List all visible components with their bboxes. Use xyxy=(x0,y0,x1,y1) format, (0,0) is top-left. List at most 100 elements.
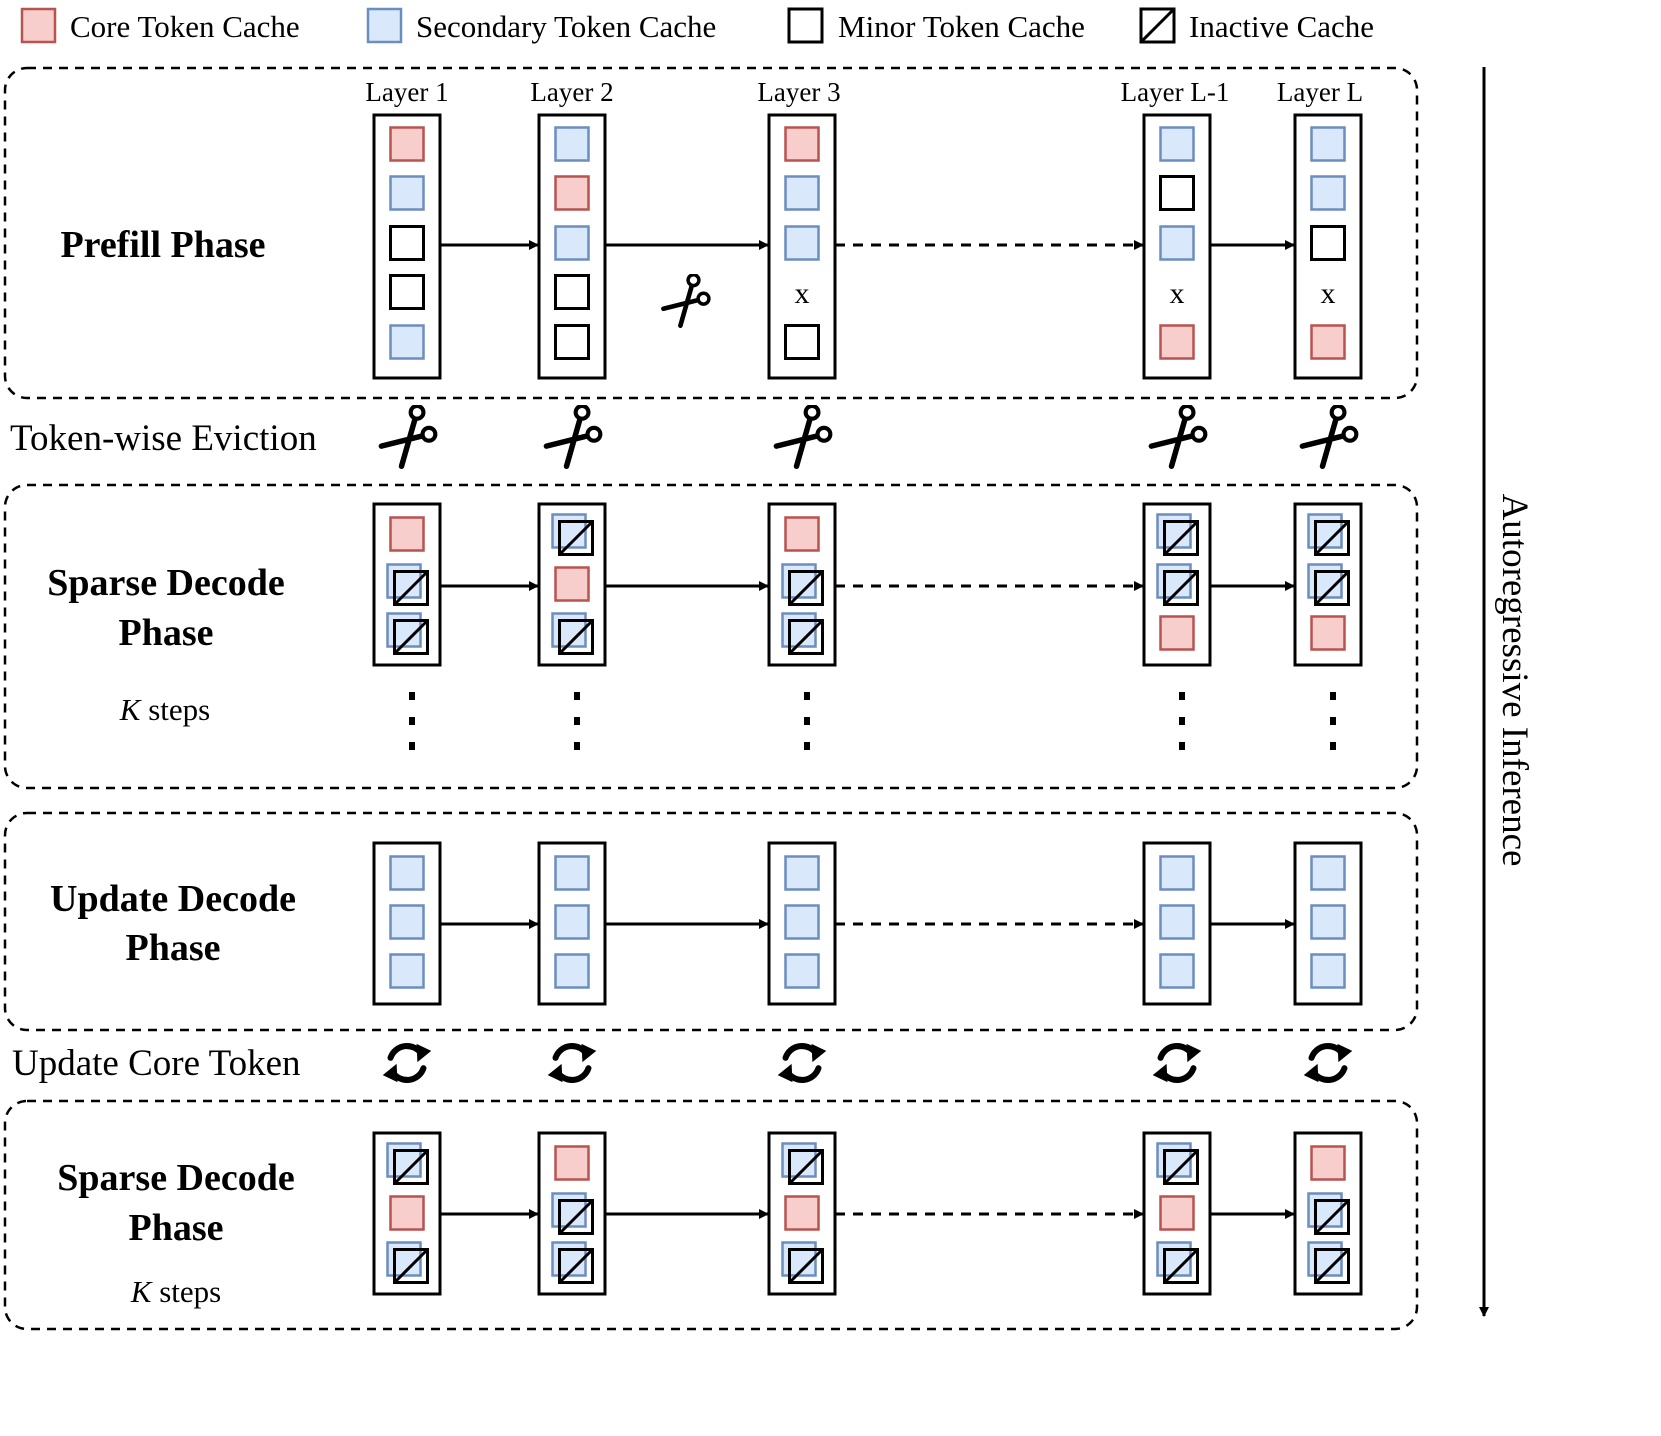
scissors-icon xyxy=(381,406,435,466)
token-wise-eviction-label: Token-wise Eviction xyxy=(10,418,317,459)
cache-cell-inactive-slash xyxy=(393,1149,429,1185)
cache-cell-inactive-square xyxy=(558,619,594,655)
cache-cell-inactive-slash xyxy=(558,1248,594,1284)
cache-cell-minor xyxy=(554,324,590,360)
cache-cell-inactive-square xyxy=(788,619,824,655)
scissors-icon-row xyxy=(381,406,1356,466)
cache-cell-core-square xyxy=(389,1195,425,1231)
cache-cell-core-square xyxy=(554,566,590,602)
cache-cell-inactive-slash xyxy=(1163,520,1199,556)
cache-cell-inactive-shadow xyxy=(1307,1192,1343,1228)
cache-cell-core xyxy=(1159,324,1195,360)
layer-labels: Layer 1 Layer 2 Layer 3 Layer L-1 Layer … xyxy=(365,77,1363,107)
layer-column xyxy=(767,1131,837,1296)
cache-cell-secondary xyxy=(389,904,425,940)
cache-cell-core xyxy=(389,516,425,552)
legend-label-minor: Minor Token Cache xyxy=(838,9,1085,44)
cache-cell-inactive-square xyxy=(558,1199,594,1235)
cache-cell-inactive xyxy=(781,612,824,655)
cache-cell-secondary xyxy=(784,953,820,989)
cache-cell-inactive-slash xyxy=(1163,1149,1199,1185)
cache-cell-core-square xyxy=(784,1195,820,1231)
cache-cell-minor-square xyxy=(1310,225,1346,261)
legend-label-core: Core Token Cache xyxy=(70,9,300,44)
layer-column: x xyxy=(1293,113,1363,380)
cache-cell-x-evicted-mark: x xyxy=(1321,277,1336,310)
cache-cell-secondary-square xyxy=(784,953,820,989)
cache-cell-secondary-square xyxy=(554,855,590,891)
layer-column xyxy=(1293,841,1363,1006)
refresh-icon xyxy=(778,1044,827,1082)
continuation-dot xyxy=(1179,742,1185,750)
cache-cell-inactive-square xyxy=(788,1149,824,1185)
cache-cell-secondary-square xyxy=(1159,855,1195,891)
scissors-icon xyxy=(776,406,830,466)
cache-cell-secondary-square xyxy=(389,953,425,989)
layer-column xyxy=(1142,841,1212,1006)
cache-cell-inactive-slash xyxy=(788,619,824,655)
cache-cell-minor-square xyxy=(389,274,425,310)
layer-label-2: Layer 2 xyxy=(530,77,613,107)
continuation-dot xyxy=(1179,692,1185,700)
cache-cell-secondary-square xyxy=(784,904,820,940)
cache-cell-core xyxy=(1159,615,1195,651)
cache-cell-secondary-square xyxy=(784,175,820,211)
legend-swatch-secondary xyxy=(366,7,403,44)
cache-cell-minor xyxy=(784,324,820,360)
cache-cell-secondary xyxy=(554,855,590,891)
phase-title-sparse-decode-1-line2: Phase xyxy=(119,612,214,654)
cache-cell-x-evicted-mark: x xyxy=(795,277,810,310)
refresh-icon xyxy=(383,1044,432,1082)
phase-sparse-decode-1-columns xyxy=(372,502,1363,750)
cache-cell-secondary xyxy=(1159,904,1195,940)
cache-cell-secondary xyxy=(1310,904,1346,940)
cache-cell-minor-square xyxy=(554,324,590,360)
phase-frame-sparse-decode-2 xyxy=(3,1099,1419,1331)
cache-cell-inactive-square xyxy=(1314,1199,1350,1235)
cache-cell-x-evicted-mark: x xyxy=(1170,277,1185,310)
cache-cell-core-square xyxy=(784,516,820,552)
legend-label-inactive: Inactive Cache xyxy=(1189,9,1374,44)
cache-cell-inactive-square xyxy=(1314,520,1350,556)
cache-cell-secondary-square xyxy=(1310,904,1346,940)
cache-cell-inactive-square xyxy=(393,619,429,655)
cache-cell-secondary-square xyxy=(784,855,820,891)
cache-cell-inactive-shadow xyxy=(386,563,422,599)
continuation-dot xyxy=(1330,742,1336,750)
cache-cell-secondary xyxy=(784,225,820,261)
cache-cell-core xyxy=(1310,1145,1346,1181)
phase-title-sparse-decode-1-line1: Sparse Decode xyxy=(47,562,284,604)
phase-title-prefill: Prefill Phase xyxy=(60,224,265,266)
cache-cell-core-square xyxy=(1159,615,1195,651)
cache-cell-inactive-shadow xyxy=(781,563,817,599)
continuation-dot xyxy=(574,717,580,725)
layer-column xyxy=(372,113,442,380)
cache-cell-inactive-shadow xyxy=(551,1241,587,1277)
steps-k-1: K xyxy=(119,692,143,727)
cache-cell-secondary-square xyxy=(1159,953,1195,989)
layer-column xyxy=(372,1131,442,1296)
refresh-icon xyxy=(1153,1044,1202,1082)
cache-cell-secondary xyxy=(784,904,820,940)
layer-column xyxy=(537,502,607,750)
cache-cell-inactive-shadow xyxy=(551,513,587,549)
layer-label-3: Layer 3 xyxy=(757,77,840,107)
cache-cell-x: x xyxy=(1170,277,1185,310)
cache-cell-core xyxy=(389,126,425,162)
cache-cell-inactive-slash xyxy=(788,1149,824,1185)
steps-label-sparse-decode-2: K steps xyxy=(130,1274,221,1309)
cache-cell-core xyxy=(1310,324,1346,360)
cache-cell-inactive-square xyxy=(558,1248,594,1284)
cache-cell-inactive xyxy=(1156,1241,1199,1284)
cache-cell-secondary xyxy=(1310,126,1346,162)
legend: Core Token Cache Secondary Token Cache M… xyxy=(20,7,1374,44)
scissors-icon xyxy=(1151,406,1205,466)
phase-titles: Prefill Phase Sparse Decode Phase K step… xyxy=(47,224,296,1309)
cache-cell-secondary-square xyxy=(389,175,425,211)
cache-cell-secondary-square xyxy=(389,904,425,940)
cache-cell-secondary xyxy=(1310,855,1346,891)
cache-cell-inactive xyxy=(1156,513,1199,556)
cache-cell-inactive xyxy=(781,1142,824,1185)
legend-swatch-minor xyxy=(787,7,824,44)
cache-cell-inactive xyxy=(551,1192,594,1235)
